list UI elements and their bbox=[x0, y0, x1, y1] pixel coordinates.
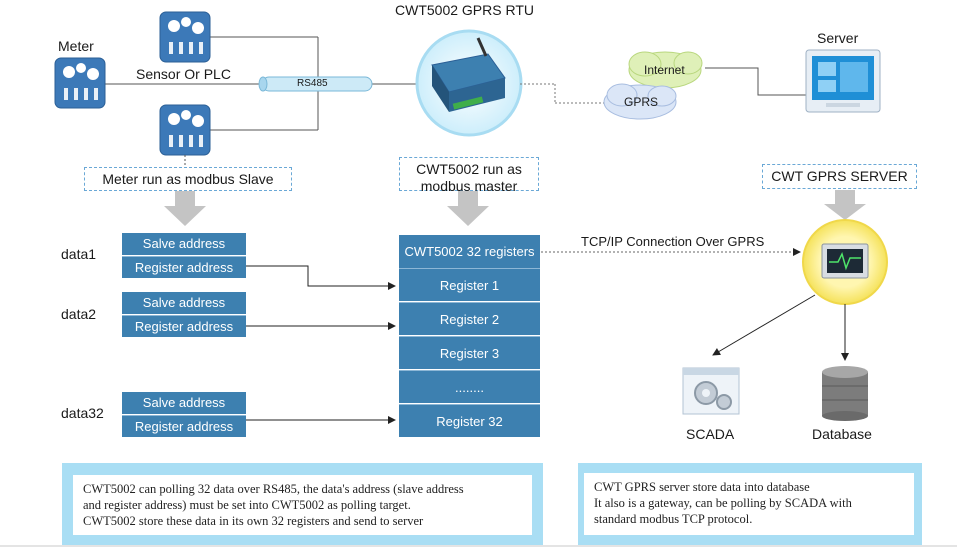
internet-cloud-icon bbox=[628, 51, 703, 89]
scada-icon bbox=[682, 367, 740, 415]
register-address-2: Register address bbox=[122, 315, 246, 337]
slave-caption: Meter run as modbus Slave bbox=[84, 167, 292, 191]
master-caption-line1: CWT5002 run as bbox=[416, 161, 522, 177]
left-note-line: and register address) must be set into C… bbox=[83, 498, 411, 512]
register-item: Register 3 bbox=[399, 336, 540, 369]
rtu-device-icon bbox=[415, 29, 523, 137]
left-note-text: CWT5002 can polling 32 data over RS485, … bbox=[73, 475, 532, 535]
right-note-line: It also is a gateway, can be polling by … bbox=[594, 496, 852, 510]
master-caption-line2: modbus master bbox=[420, 178, 518, 194]
rs485-cable bbox=[258, 76, 373, 92]
left-note-panel: CWT5002 can polling 32 data over RS485, … bbox=[62, 463, 543, 545]
register-address-3: Register address bbox=[122, 415, 246, 437]
sensor-icon-bottom bbox=[159, 104, 211, 156]
data-group-label-2: data2 bbox=[61, 306, 97, 322]
server-monitor-icon bbox=[805, 49, 881, 113]
down-arrows bbox=[164, 190, 866, 226]
meter-icon bbox=[54, 57, 106, 109]
rs485-label: RS485 bbox=[297, 78, 328, 89]
database-label: Database bbox=[812, 426, 872, 442]
left-note-line: CWT5002 can polling 32 data over RS485, … bbox=[83, 482, 464, 496]
right-note-line: CWT GPRS server store data into database bbox=[594, 480, 810, 494]
gprs-label: GPRS bbox=[624, 95, 659, 109]
internet-label: Internet bbox=[644, 63, 685, 77]
register-item-ellipsis: ........ bbox=[399, 370, 540, 403]
slave-address-3: Salve address bbox=[122, 392, 246, 414]
scada-label: SCADA bbox=[686, 426, 735, 442]
register-address-1: Register address bbox=[122, 256, 246, 278]
database-icon bbox=[822, 366, 868, 421]
data-group-label-1: data1 bbox=[61, 246, 97, 262]
gprs-server-icon bbox=[802, 219, 888, 305]
sensor-icon-top bbox=[159, 11, 211, 63]
tcp-caption: TCP/IP Connection Over GPRS bbox=[581, 234, 765, 249]
right-note-text: CWT GPRS server store data into database… bbox=[584, 473, 914, 535]
right-note-line: standard modbus TCP protocol. bbox=[594, 512, 753, 526]
server-label: Server bbox=[817, 30, 859, 46]
register-connectors bbox=[246, 265, 396, 424]
meter-label: Meter bbox=[58, 38, 94, 54]
gprs-cloud-icon bbox=[603, 83, 677, 120]
slave-address-2: Salve address bbox=[122, 292, 246, 314]
register-item: Register 2 bbox=[399, 302, 540, 335]
left-note-line: CWT5002 store these data in its own 32 r… bbox=[83, 514, 424, 528]
master-caption: CWT5002 run as modbus master bbox=[399, 157, 539, 194]
server-caption: CWT GPRS SERVER bbox=[762, 164, 917, 189]
right-note-panel: CWT GPRS server store data into database… bbox=[578, 463, 922, 545]
registers-header: CWT5002 32 registers bbox=[399, 235, 540, 268]
diagram-title: CWT5002 GPRS RTU bbox=[395, 2, 534, 18]
register-item: Register 32 bbox=[399, 404, 540, 437]
register-item: Register 1 bbox=[399, 268, 540, 301]
sensor-plc-label: Sensor Or PLC bbox=[136, 66, 231, 82]
data-group-label-3: data32 bbox=[61, 405, 104, 421]
slave-address-1: Salve address bbox=[122, 233, 246, 255]
